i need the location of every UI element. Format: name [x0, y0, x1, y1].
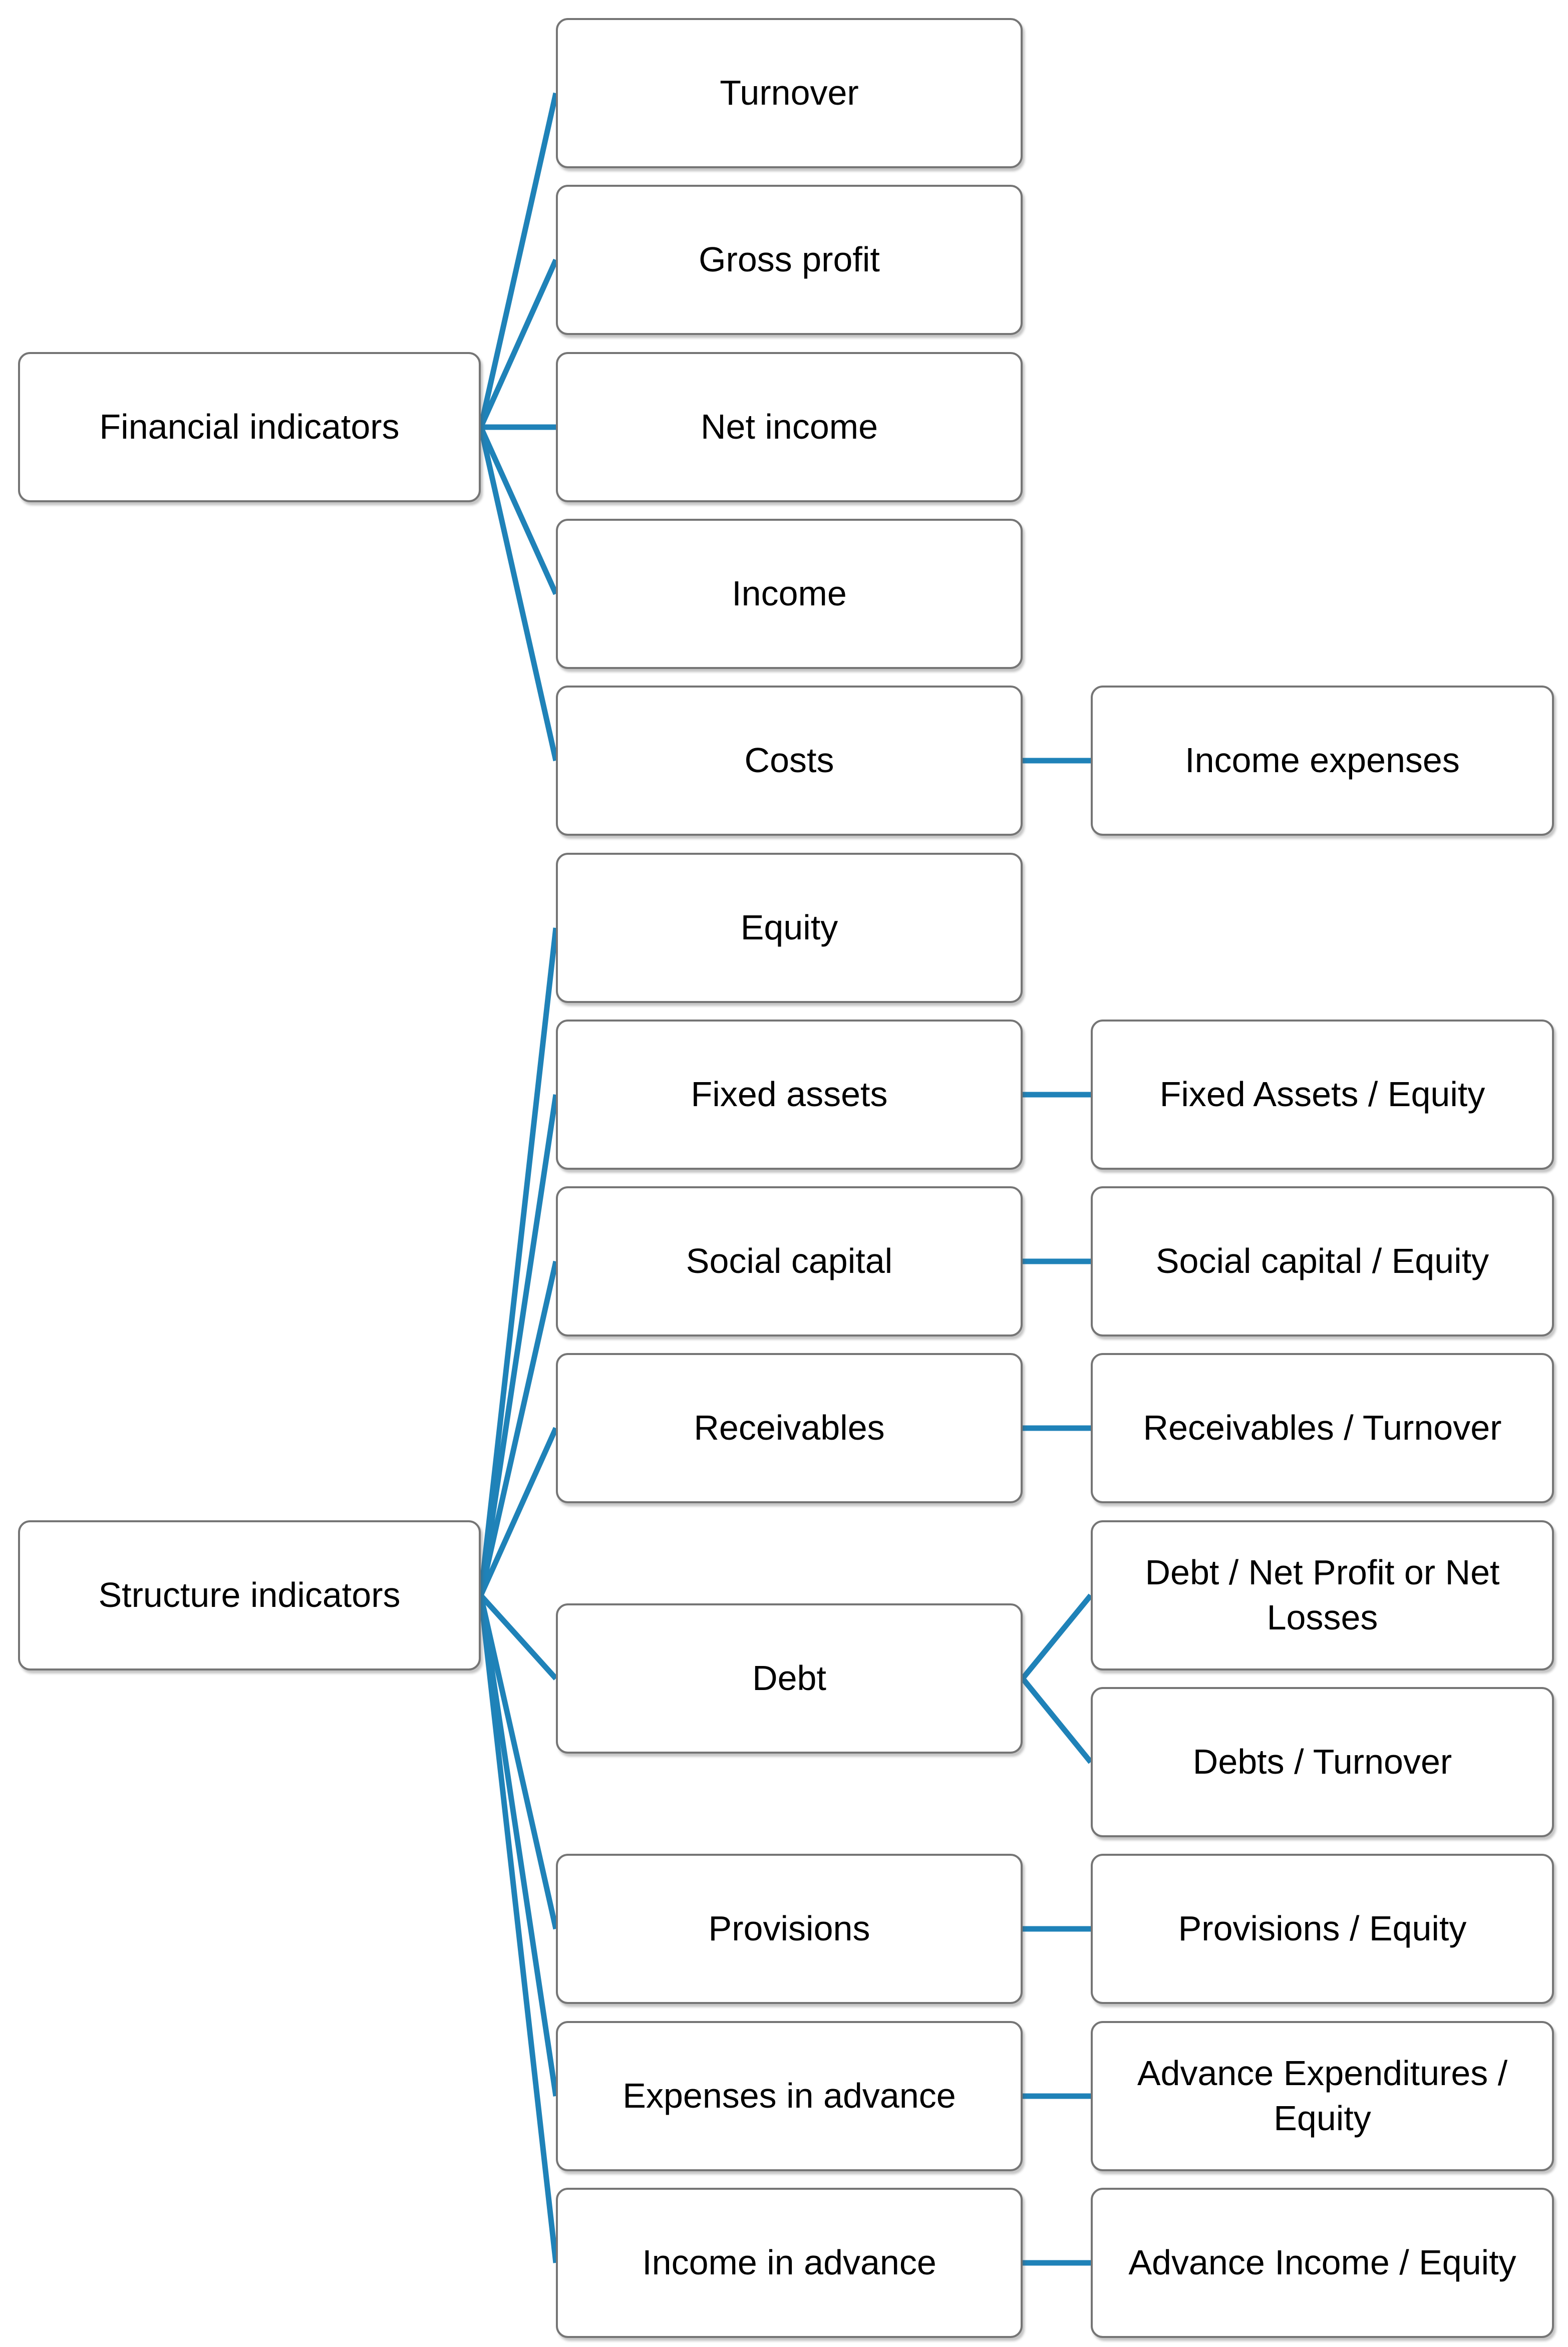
node-debts-turnover: Debts / Turnover	[1091, 1687, 1554, 1837]
node-debt-net-profit: Debt / Net Profit or Net Losses	[1091, 1520, 1554, 1670]
edge-debt--debt-net-profit	[1020, 1593, 1093, 1681]
node-label: Income in advance	[642, 2243, 936, 2282]
node-label: Provisions	[708, 1909, 870, 1948]
edge-structure-indicators--fixed-assets	[478, 1094, 559, 1596]
node-label: Receivables	[694, 1408, 885, 1448]
edge-structure-indicators--equity	[478, 927, 559, 1596]
edge-financial-indicators--turnover	[478, 92, 559, 428]
node-label: Income expenses	[1185, 741, 1460, 780]
edge-structure-indicators--social-capital	[478, 1260, 559, 1596]
node-net-income: Net income	[556, 352, 1023, 502]
node-label: Turnover	[720, 73, 859, 113]
node-advance-income-equity: Advance Income / Equity	[1091, 2188, 1554, 2338]
node-costs: Costs	[556, 686, 1023, 836]
node-label: Expenses in advance	[622, 2076, 956, 2116]
node-social-capital: Social capital	[556, 1186, 1023, 1336]
edge-financial-indicators--gross-profit	[478, 258, 559, 429]
node-expenses-in-advance: Expenses in advance	[556, 2021, 1023, 2171]
node-label: Debt / Net Profit or Net Losses	[1145, 1553, 1500, 1637]
node-label: Fixed assets	[691, 1075, 888, 1114]
node-provisions: Provisions	[556, 1854, 1023, 2004]
node-label: Income	[732, 574, 847, 613]
node-gross-profit: Gross profit	[556, 185, 1023, 335]
node-label: Costs	[744, 741, 834, 780]
node-label: Debts / Turnover	[1192, 1742, 1452, 1782]
edge-structure-indicators--debt	[478, 1593, 558, 1681]
node-label: Structure indicators	[98, 1575, 401, 1615]
node-financial-indicators: Financial indicators	[18, 352, 481, 502]
node-income-expenses: Income expenses	[1091, 686, 1554, 836]
node-fixed-assets-equity: Fixed Assets / Equity	[1091, 1020, 1554, 1170]
node-label: Equity	[740, 908, 838, 947]
node-social-capital-equity: Social capital / Equity	[1091, 1186, 1554, 1336]
node-receivables: Receivables	[556, 1353, 1023, 1503]
node-label: Gross profit	[699, 240, 880, 279]
edge-structure-indicators--receivables	[478, 1427, 559, 1597]
node-label: Provisions / Equity	[1178, 1909, 1467, 1948]
edge-structure-indicators--provisions	[478, 1594, 559, 1930]
node-fixed-assets: Fixed assets	[556, 1020, 1023, 1170]
node-structure-indicators: Structure indicators	[18, 1520, 481, 1670]
node-turnover: Turnover	[556, 18, 1023, 168]
node-provisions-equity: Provisions / Equity	[1091, 1854, 1554, 2004]
node-receivables-turnover: Receivables / Turnover	[1091, 1353, 1554, 1503]
node-label: Receivables / Turnover	[1143, 1408, 1502, 1448]
edge-structure-indicators--expenses-in-advance	[478, 1595, 559, 2097]
edge-debt--debts-turnover	[1020, 1677, 1093, 1764]
node-label: Social capital / Equity	[1155, 1241, 1489, 1281]
node-label: Fixed Assets / Equity	[1159, 1075, 1485, 1114]
node-label: Advance Income / Equity	[1128, 2243, 1516, 2282]
node-label: Financial indicators	[99, 407, 400, 447]
node-income: Income	[556, 519, 1023, 669]
node-label: Social capital	[686, 1241, 893, 1281]
node-income-in-advance: Income in advance	[556, 2188, 1023, 2338]
edge-structure-indicators--income-in-advance	[478, 1595, 559, 2263]
node-label: Debt	[752, 1658, 826, 1698]
node-equity: Equity	[556, 853, 1023, 1003]
node-advance-expenditures-equity: Advance Expenditures / Equity	[1091, 2021, 1554, 2171]
node-label: Net income	[700, 407, 878, 447]
edge-financial-indicators--income	[478, 426, 559, 595]
node-label: Advance Expenditures / Equity	[1137, 2054, 1508, 2138]
edge-financial-indicators--costs	[478, 426, 559, 762]
node-debt: Debt	[556, 1603, 1023, 1754]
